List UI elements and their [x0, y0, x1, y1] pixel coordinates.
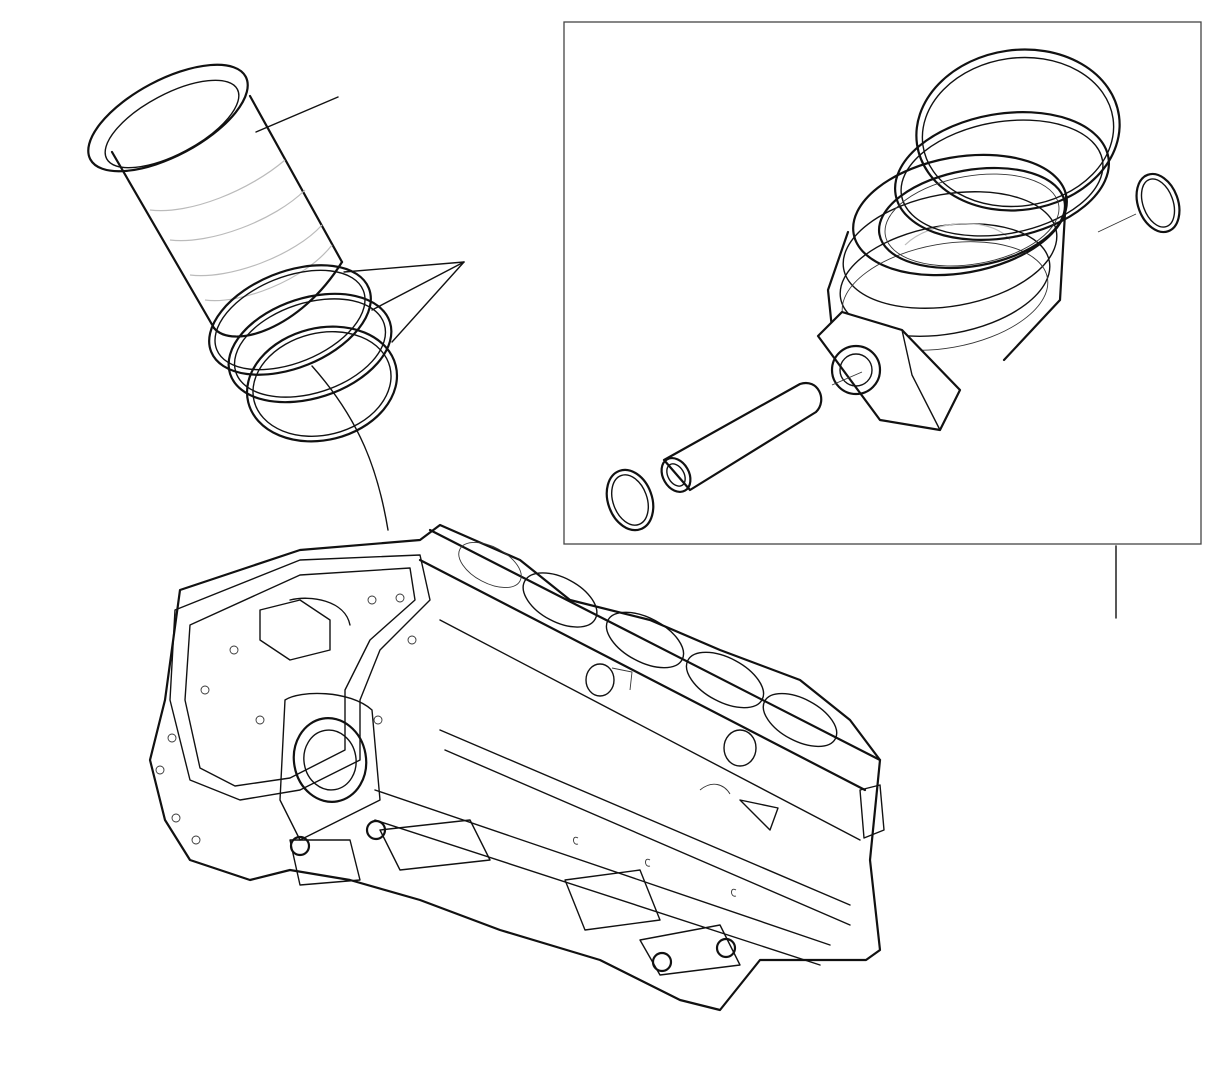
circlip-left[interactable]: [599, 463, 662, 536]
circlip-right[interactable]: [1129, 168, 1187, 238]
seal-ring-1[interactable]: [193, 244, 387, 397]
liner-leader-line: [255, 96, 339, 133]
liner-seal-rings[interactable]: [193, 244, 409, 457]
piston-pin[interactable]: [656, 381, 823, 497]
piston-leader-lines: [831, 213, 1137, 386]
liner-to-block-leader: [311, 365, 389, 531]
cylinder-block[interactable]: [148, 523, 885, 1012]
piston-ring-oil[interactable]: [871, 154, 1073, 281]
piston-rings[interactable]: [871, 37, 1130, 282]
piston-assembly-inset: [563, 21, 1202, 619]
cylinder-liner[interactable]: [72, 43, 344, 338]
piston-ring-middle[interactable]: [885, 96, 1119, 256]
seal-ring-2[interactable]: [215, 274, 406, 421]
seal-ring-3[interactable]: [235, 311, 410, 456]
piston[interactable]: [816, 139, 1076, 432]
seal-ring-leader-lines: [343, 261, 465, 343]
piston-ring-top[interactable]: [906, 37, 1130, 224]
